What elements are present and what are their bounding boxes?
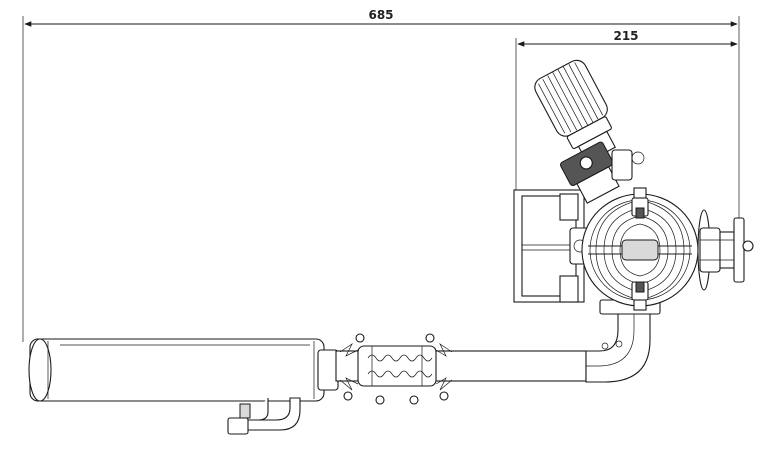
pipe-spring-coupler: [339, 333, 453, 405]
propeller-hub: [699, 217, 754, 283]
spark-plug-bottom: [631, 281, 649, 311]
carburetor: [559, 141, 645, 204]
air-filter: [534, 59, 616, 163]
dimension-label-685: 685: [368, 8, 393, 22]
muffler: [28, 338, 339, 402]
muffler-outlet-pipe: [227, 397, 301, 435]
dimension-overall-length: 685: [22, 8, 740, 342]
dimension-engine-width: 215: [515, 29, 738, 190]
spark-plug-top: [631, 187, 649, 219]
dimension-label-215: 215: [613, 29, 638, 43]
engine-crankcase: [513, 189, 591, 303]
